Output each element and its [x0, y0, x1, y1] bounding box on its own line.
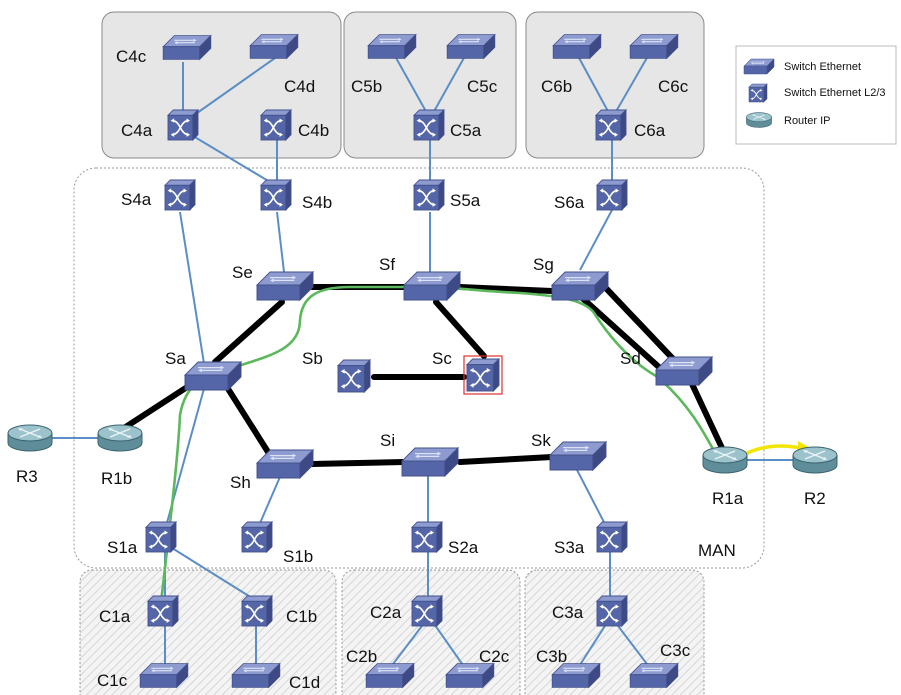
label-c4b: C4b: [298, 121, 329, 140]
label-r1b: R1b: [101, 469, 132, 488]
label-s1a: S1a: [107, 538, 138, 557]
label-sf: Sf: [379, 255, 395, 274]
switch-ethernet-icon[interactable]: [367, 34, 417, 59]
switch-l23-icon[interactable]: [413, 109, 445, 141]
label-c3b: C3b: [536, 647, 567, 666]
router-icon[interactable]: [7, 424, 53, 452]
switch-ethernet-icon[interactable]: [446, 34, 496, 59]
switch-ethernet-icon[interactable]: [655, 356, 713, 386]
switch-ethernet-icon[interactable]: [549, 441, 607, 471]
label-r2: R2: [804, 489, 826, 508]
switch-ethernet-icon[interactable]: [256, 449, 314, 479]
router-icon[interactable]: [97, 424, 143, 452]
label-s2a: S2a: [448, 538, 479, 557]
switch-ethernet-icon[interactable]: [365, 663, 415, 688]
switch-ethernet-icon[interactable]: [231, 663, 281, 688]
label-s6a: S6a: [554, 193, 585, 212]
switch-l23-icon[interactable]: [337, 359, 371, 393]
switch-l23-icon[interactable]: [413, 179, 445, 211]
label-c4c: C4c: [116, 47, 147, 66]
label-c2c: C2c: [479, 647, 510, 666]
label-sa: Sa: [165, 349, 186, 368]
switch-ethernet-icon[interactable]: [162, 35, 212, 60]
switch-ethernet-icon: [743, 58, 775, 75]
switch-l23-icon[interactable]: [596, 179, 628, 211]
label-r3: R3: [16, 467, 38, 486]
path-green: [158, 284, 722, 613]
switch-l23-icon[interactable]: [411, 595, 443, 627]
man-area: [73, 167, 765, 569]
switch-ethernet-icon[interactable]: [551, 271, 609, 301]
switch-l23-icon: [748, 83, 768, 103]
switch-l23-icon[interactable]: [241, 595, 273, 627]
label-sk: Sk: [531, 431, 551, 450]
label-c6b: C6b: [541, 77, 572, 96]
switch-ethernet-icon[interactable]: [552, 34, 602, 59]
label-c2a: C2a: [370, 603, 402, 622]
switch-l23-icon[interactable]: [260, 109, 292, 141]
label-si: Si: [380, 431, 395, 450]
label-s1b: S1b: [283, 547, 313, 566]
legend-switch-l23-label: Switch Ethernet L2/3: [784, 87, 886, 99]
label-man: MAN: [698, 541, 736, 560]
switch-l23-icon[interactable]: [241, 521, 273, 553]
switch-ethernet-icon[interactable]: [249, 34, 299, 59]
label-s4a: S4a: [121, 190, 152, 209]
label-c1b: C1b: [286, 607, 317, 626]
switch-ethernet-icon[interactable]: [184, 361, 242, 391]
label-se: Se: [232, 263, 253, 282]
switch-l23-icon[interactable]: [145, 521, 177, 553]
label-s4b: S4b: [302, 193, 332, 212]
router-icon: [746, 112, 772, 128]
legend-switch-label: Switch Ethernet: [784, 61, 861, 73]
router-icon[interactable]: [792, 446, 838, 474]
switch-l23-icon[interactable]: [147, 595, 179, 627]
switch-l23-icon[interactable]: [260, 179, 292, 211]
switch-ethernet-icon[interactable]: [403, 271, 461, 301]
legend-router-label: Router IP: [784, 115, 830, 127]
label-c6c: C6c: [658, 77, 689, 96]
label-c3c: C3c: [660, 641, 691, 660]
switch-l23-icon[interactable]: [164, 179, 196, 211]
router-icon[interactable]: [702, 446, 748, 474]
label-sg: Sg: [533, 255, 554, 274]
label-r1a: R1a: [712, 489, 744, 508]
switch-ethernet-icon[interactable]: [551, 663, 601, 688]
label-c1d: C1d: [289, 673, 320, 692]
legend: Switch Ethernet Switch Ethernet L2/3 Rou…: [735, 45, 897, 145]
switch-ethernet-icon[interactable]: [629, 663, 679, 688]
label-c5a: C5a: [450, 121, 482, 140]
label-c2b: C2b: [346, 647, 377, 666]
label-c5b: C5b: [351, 77, 382, 96]
label-sh: Sh: [230, 473, 251, 492]
switch-ethernet-icon[interactable]: [445, 663, 495, 688]
switch-ethernet-icon[interactable]: [139, 663, 189, 688]
label-c4a: C4a: [121, 121, 153, 140]
label-c1a: C1a: [99, 607, 131, 626]
label-sd: Sd: [620, 349, 641, 368]
switch-ethernet-icon[interactable]: [629, 34, 679, 59]
switch-l23-icon[interactable]: [466, 358, 500, 392]
switch-ethernet-icon[interactable]: [256, 271, 314, 301]
label-sb: Sb: [302, 349, 323, 368]
label-c4d: C4d: [284, 77, 315, 96]
label-s5a: S5a: [450, 191, 481, 210]
switch-l23-icon[interactable]: [596, 595, 628, 627]
sc-highlight: [463, 355, 503, 395]
switch-ethernet-icon[interactable]: [401, 447, 459, 477]
node-labels: C4c C4d C4a C4b C5b C5c C5a C6b C6c C6a …: [16, 47, 826, 692]
label-c1c: C1c: [97, 671, 128, 690]
switch-l23-icon[interactable]: [596, 521, 628, 553]
switch-l23-icon[interactable]: [595, 109, 627, 141]
switch-l23-icon[interactable]: [167, 109, 199, 141]
label-c3a: C3a: [552, 603, 584, 622]
label-sc: Sc: [432, 349, 452, 368]
switch-l23-icon[interactable]: [411, 521, 443, 553]
label-c5c: C5c: [467, 77, 498, 96]
label-s3a: S3a: [554, 538, 585, 557]
label-c6a: C6a: [634, 121, 666, 140]
